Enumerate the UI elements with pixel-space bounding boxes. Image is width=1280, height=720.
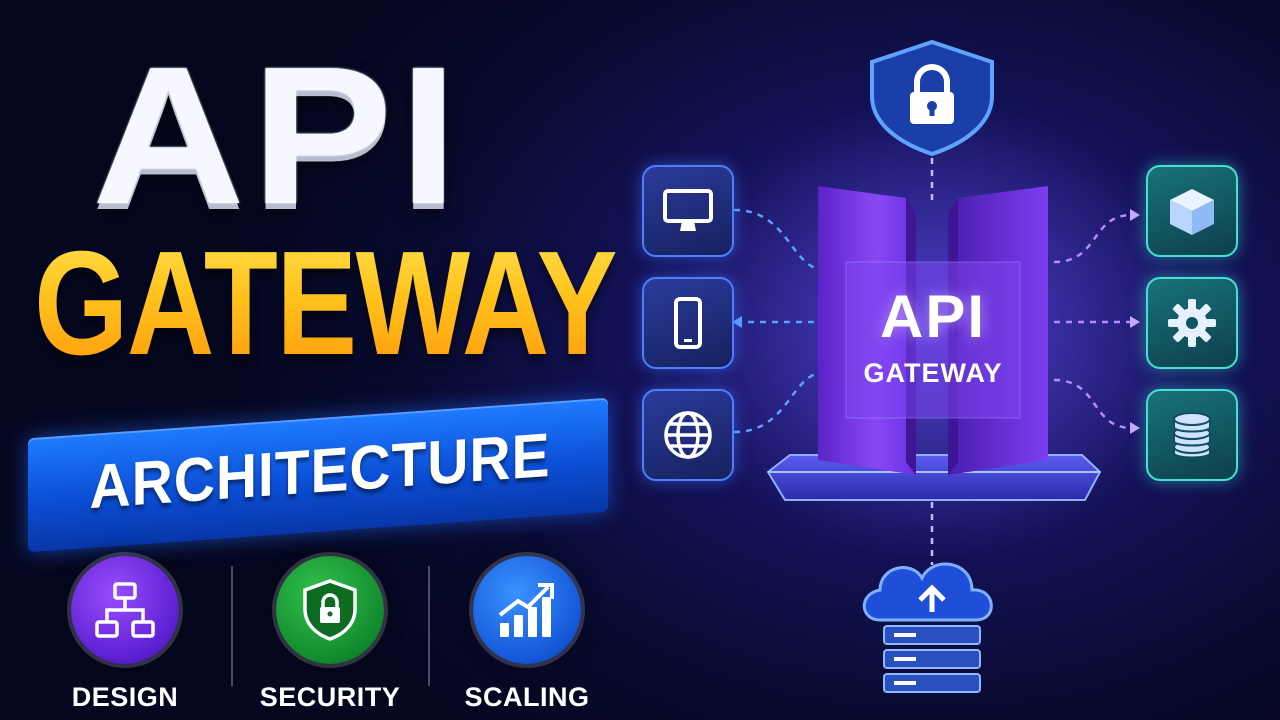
gateway-subtitle: GATEWAY	[863, 358, 1003, 388]
shield-lock-icon	[870, 39, 994, 157]
feature-divider	[231, 566, 233, 686]
shield-lock-icon	[276, 556, 384, 664]
feature-divider	[428, 566, 430, 686]
feature-design: DESIGN	[40, 556, 210, 713]
growth-chart-icon	[473, 556, 581, 664]
connector-globe	[733, 370, 827, 434]
connector-monitor	[733, 208, 827, 272]
monitor-icon	[663, 189, 713, 231]
feature-scaling-label: SCALING	[464, 682, 590, 712]
service-cube-tile	[1146, 165, 1238, 257]
database-icon	[1173, 412, 1211, 459]
globe-icon	[664, 411, 712, 459]
service-gear-tile	[1146, 277, 1238, 369]
client-mobile-tile	[642, 277, 734, 369]
gateway-title: API	[879, 283, 987, 350]
feature-scaling: SCALING	[442, 556, 612, 713]
smartphone-icon	[674, 297, 702, 349]
cube-icon	[1170, 189, 1214, 235]
headline-api: API	[92, 26, 465, 245]
gear-icon	[1168, 299, 1216, 347]
feature-design-label: DESIGN	[71, 682, 179, 712]
client-web-tile	[642, 389, 734, 481]
service-database-tile	[1146, 389, 1238, 481]
feature-security: SECURITY	[245, 556, 415, 713]
connector-database	[1053, 378, 1133, 430]
connector-cube	[1053, 213, 1133, 264]
cloud-server-icon	[862, 562, 993, 693]
gateway-platform	[766, 454, 1102, 501]
feature-security-label: SECURITY	[259, 682, 401, 712]
client-desktop-tile	[642, 165, 734, 257]
hierarchy-icon	[71, 556, 179, 664]
headline-gateway: GATEWAY	[34, 221, 618, 386]
